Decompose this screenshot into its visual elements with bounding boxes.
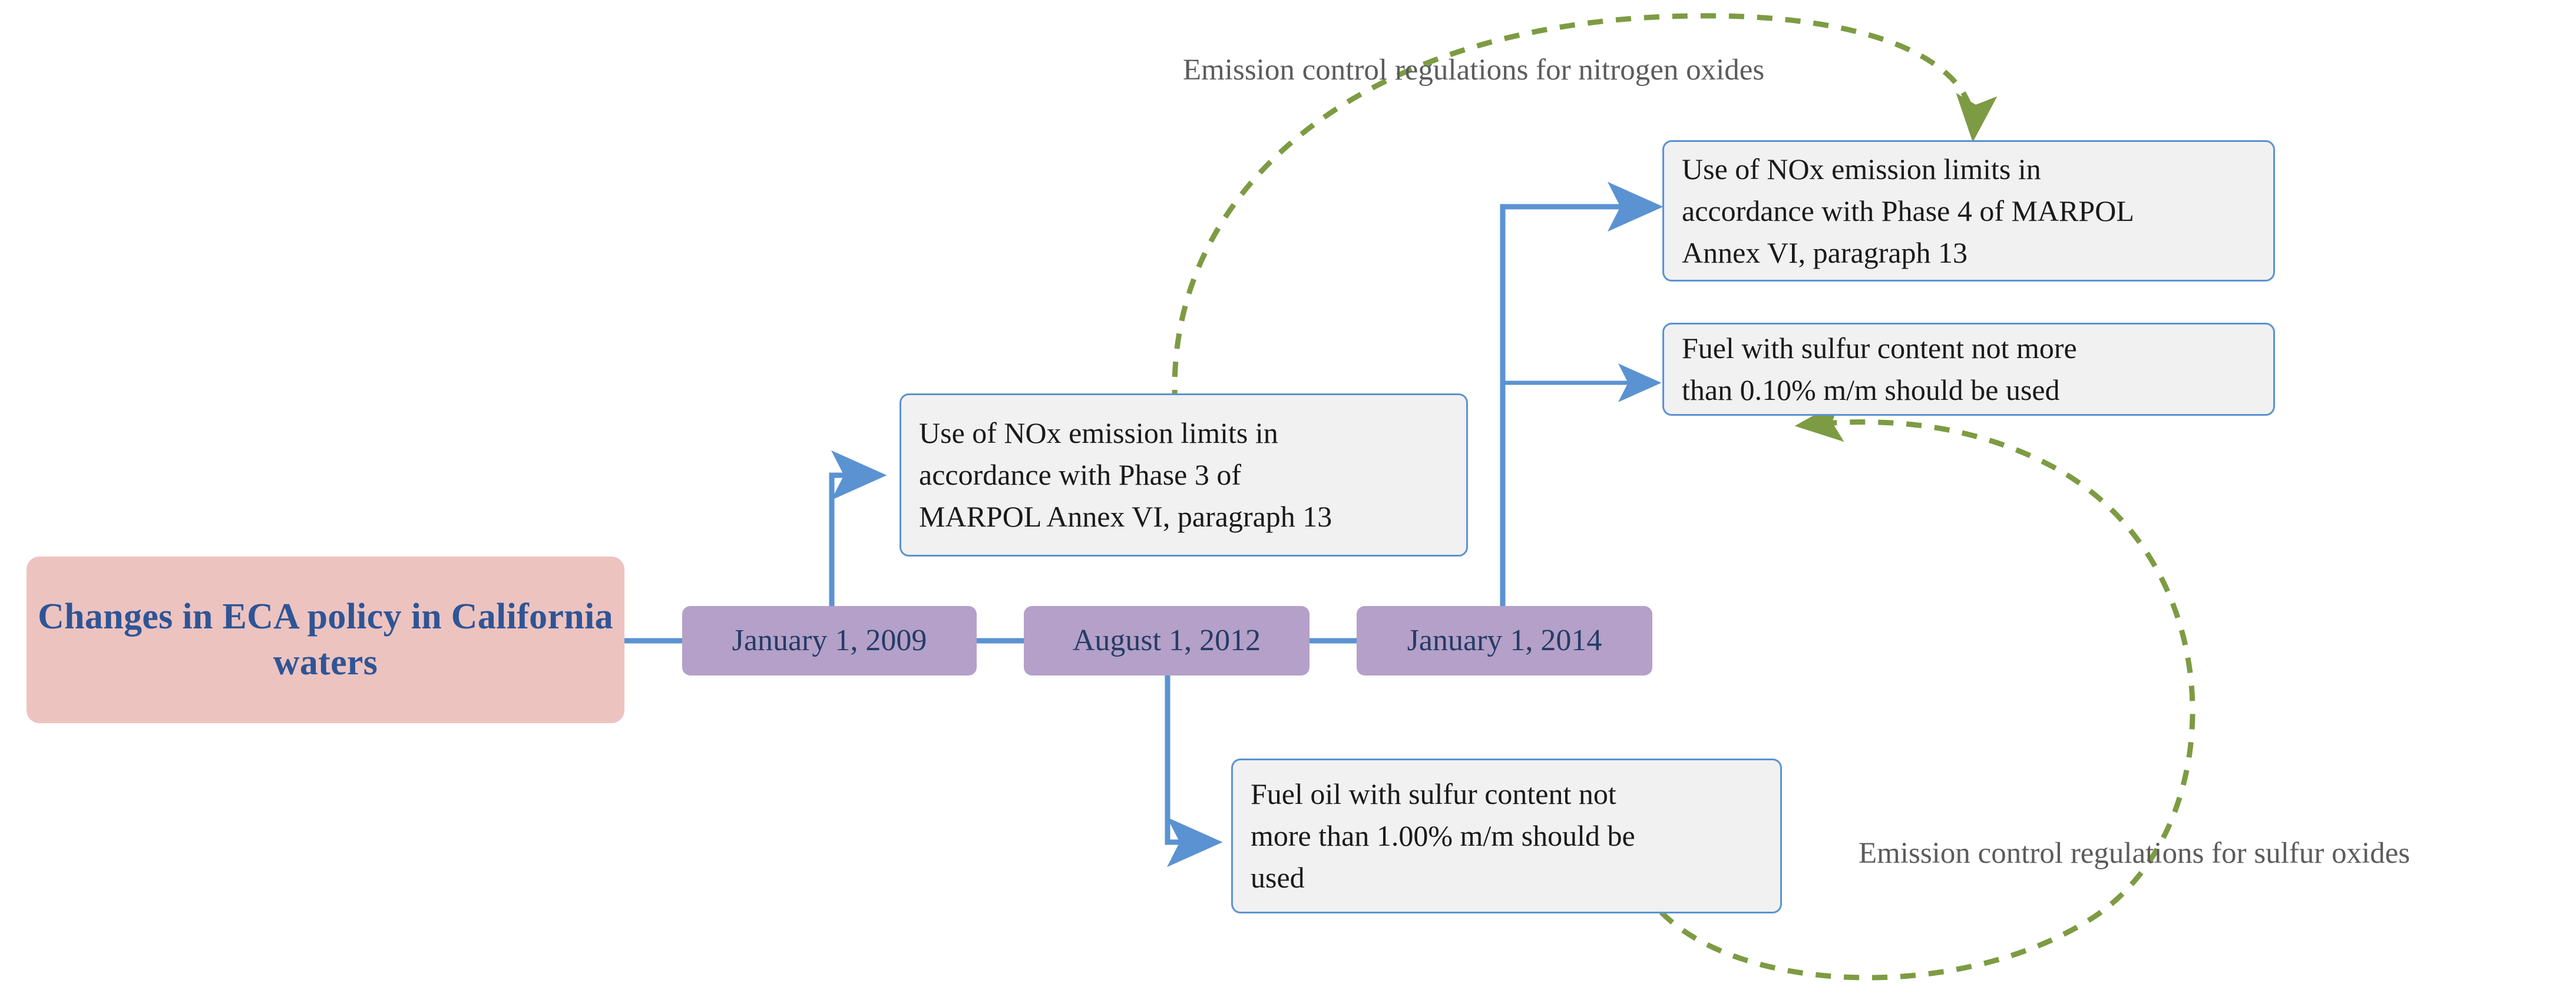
info-box-sulfur-010-line-1: Fuel with sulfur content not more xyxy=(1682,332,2077,365)
timeline-node-2009[interactable]: January 1, 2009 xyxy=(682,606,977,676)
info-box-sulfur-010[interactable]: Fuel with sulfur content not more than 0… xyxy=(1662,323,2275,416)
info-box-nox-phase4-line-3: Annex VI, paragraph 13 xyxy=(1682,236,1968,269)
info-box-fuel-oil-100[interactable]: Fuel oil with sulfur content not more th… xyxy=(1231,759,1782,913)
info-box-nox-phase3-line-3: MARPOL Annex VI, paragraph 13 xyxy=(919,500,1332,533)
info-box-nox-phase4-line-1: Use of NOx emission limits in xyxy=(1682,152,2041,186)
root-node[interactable]: Changes in ECA policy in California wate… xyxy=(27,557,624,723)
connector-2009-to-nox-phase3 xyxy=(829,450,887,606)
info-box-nox-phase3-line-2: accordance with Phase 3 of xyxy=(919,458,1241,491)
timeline-node-2012[interactable]: August 1, 2012 xyxy=(1024,606,1310,676)
info-box-sulfur-010-line-2: than 0.10% m/m should be used xyxy=(1682,373,2060,406)
annotation-label-sulfur-oxides: Emission control regulations for sulfur … xyxy=(1859,837,2410,870)
root-node-label: Changes in ECA policy in California wate… xyxy=(27,594,624,686)
info-box-fuel-oil-100-line-1: Fuel oil with sulfur content not xyxy=(1251,777,1616,810)
info-box-sulfur-010-text: Fuel with sulfur content not more than 0… xyxy=(1682,327,2077,411)
info-box-fuel-oil-100-text: Fuel oil with sulfur content not more th… xyxy=(1251,773,1635,899)
info-box-nox-phase3[interactable]: Use of NOx emission limits in accordance… xyxy=(900,393,1468,557)
timeline-node-2012-label: August 1, 2012 xyxy=(1072,624,1261,658)
info-box-nox-phase4-line-2: accordance with Phase 4 of MARPOL xyxy=(1682,194,2134,227)
annotation-label-nitrogen-oxides: Emission control regulations for nitroge… xyxy=(1183,54,1765,87)
timeline-node-2009-label: January 1, 2009 xyxy=(732,624,927,658)
info-box-nox-phase3-line-1: Use of NOx emission limits in xyxy=(919,416,1278,449)
info-box-nox-phase4[interactable]: Use of NOx emission limits in accordance… xyxy=(1662,140,2275,282)
timeline-node-2014[interactable]: January 1, 2014 xyxy=(1357,606,1652,676)
connector-2014-to-nox-phase4 xyxy=(1500,181,1664,606)
info-box-nox-phase3-text: Use of NOx emission limits in accordance… xyxy=(919,412,1332,538)
root-node-line-2: in California waters xyxy=(273,597,613,683)
info-box-nox-phase4-text: Use of NOx emission limits in accordance… xyxy=(1682,148,2134,274)
root-node-line-1: Changes in ECA policy xyxy=(38,597,402,637)
timeline-node-2014-label: January 1, 2014 xyxy=(1407,624,1602,658)
info-box-fuel-oil-100-line-2: more than 1.00% m/m should be xyxy=(1251,819,1635,852)
connector-2012-to-fuel-oil xyxy=(1165,676,1223,867)
info-box-fuel-oil-100-line-3: used xyxy=(1251,861,1305,894)
